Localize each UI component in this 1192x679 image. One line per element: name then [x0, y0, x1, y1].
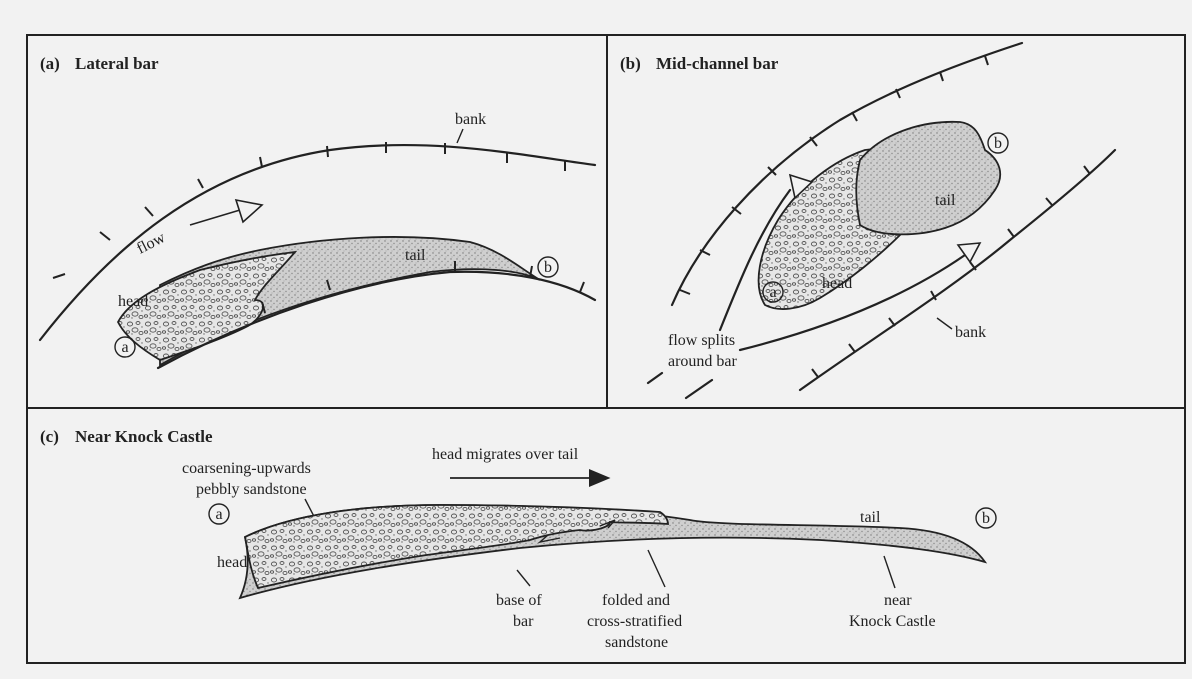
panel-c-folded-line3: sandstone — [605, 634, 668, 651]
panel-c-folded-line2: cross-stratified — [587, 613, 682, 630]
panel-b-flow-label-line1: flow splits — [668, 332, 735, 349]
panel-b-head-label: head — [822, 275, 852, 292]
panel-c-migration-label: head migrates over tail — [432, 446, 579, 463]
svg-text:b: b — [982, 510, 990, 527]
panel-c-coarsening-line1: coarsening-upwards — [182, 460, 311, 477]
panel-b-tail-label: tail — [935, 192, 956, 209]
svg-text:a: a — [215, 506, 222, 523]
svg-text:a: a — [769, 284, 776, 301]
panel-c-base-line1: base of — [496, 592, 542, 609]
panel-b-title: Mid-channel bar — [656, 54, 779, 73]
panel-c-title: Near Knock Castle — [75, 427, 213, 446]
panel-c-letter: (c) — [40, 427, 59, 446]
panel-a-letter: (a) — [40, 54, 60, 73]
panel-c-coarsening-line2: pebbly sandstone — [196, 481, 307, 498]
panel-a-head-label: head — [118, 293, 148, 310]
panel-c-base-line2: bar — [513, 613, 534, 630]
svg-text:b: b — [994, 135, 1002, 152]
panel-c-folded-line1: folded and — [602, 592, 670, 609]
panel-a-tail-label: tail — [405, 247, 426, 264]
panel-c-near-line2: Knock Castle — [849, 613, 936, 630]
svg-text:b: b — [544, 259, 552, 276]
svg-text:a: a — [121, 339, 128, 356]
panel-b-flow-label-line2: around bar — [668, 353, 738, 370]
panel-a-title: Lateral bar — [75, 54, 159, 73]
panel-b-bank-label: bank — [955, 324, 986, 341]
panel-c-head-label: head — [217, 554, 247, 571]
panel-a-bank-label: bank — [455, 111, 486, 128]
panel-b-letter: (b) — [620, 54, 641, 73]
panel-c-near-line1: near — [884, 592, 912, 609]
panel-c-tail-label: tail — [860, 509, 881, 526]
